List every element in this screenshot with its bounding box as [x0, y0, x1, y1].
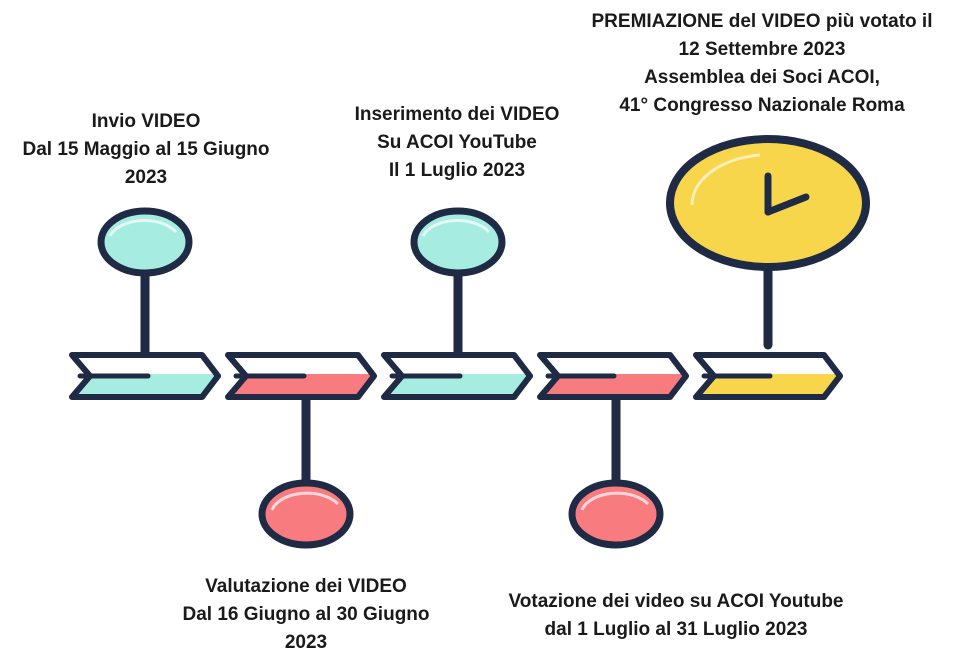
clock-icon [666, 135, 870, 271]
label-5-line-3: Assemblea dei Soci ACOI, [644, 67, 880, 88]
label-2-line-3: 2023 [284, 632, 328, 653]
label-5-line-4: 41° Congresso Nazionale Roma [619, 95, 905, 116]
label-2-line-1: Valutazione dei VIDEO [205, 576, 407, 597]
pin-2 [258, 479, 354, 549]
milestone-label-3: Inserimento dei VIDEO Su ACOI YouTube Il… [330, 101, 584, 185]
arrow-segment-3 [381, 352, 533, 400]
pin-3 [410, 207, 506, 277]
label-5-line-1: PREMIAZIONE del VIDEO più votato il [591, 11, 933, 32]
milestone-label-4: Votazione dei video su ACOI Youtube dal … [474, 588, 878, 644]
label-5-line-2: 12 Settembre 2023 [678, 39, 846, 60]
arrow-segment-2 [225, 352, 377, 400]
label-3-line-3: Il 1 Luglio 2023 [388, 160, 526, 181]
pin-4 [568, 479, 664, 549]
label-3-line-1: Inserimento dei VIDEO [354, 104, 560, 125]
arrow-segment-1 [69, 352, 221, 400]
label-2-line-2: Dal 16 Giugno al 30 Giugno [182, 604, 430, 625]
pin-1 [97, 207, 193, 277]
label-3-line-2-text: Su ACOI YouTube [377, 132, 537, 153]
arrow-segment-4 [537, 352, 689, 400]
label-1-line-1: Invio VIDEO [91, 111, 201, 132]
milestone-label-2: Valutazione dei VIDEO Dal 16 Giugno al 3… [168, 573, 444, 657]
arrow-segment-5 [693, 352, 843, 400]
label-3-line-2: Su ACOI YouTube [330, 129, 584, 157]
label-1-line-3: 2023 [124, 167, 168, 188]
label-4-line-2: dal 1 Luglio al 31 Luglio 2023 [544, 619, 808, 640]
milestone-label-1: Invio VIDEO Dal 15 Maggio al 15 Giugno 2… [8, 108, 284, 192]
label-1-line-2: Dal 15 Maggio al 15 Giugno [22, 139, 270, 160]
label-4-line-1: Votazione dei video su ACOI Youtube [508, 591, 844, 612]
milestone-label-5: PREMIAZIONE del VIDEO più votato il 12 S… [572, 8, 952, 120]
